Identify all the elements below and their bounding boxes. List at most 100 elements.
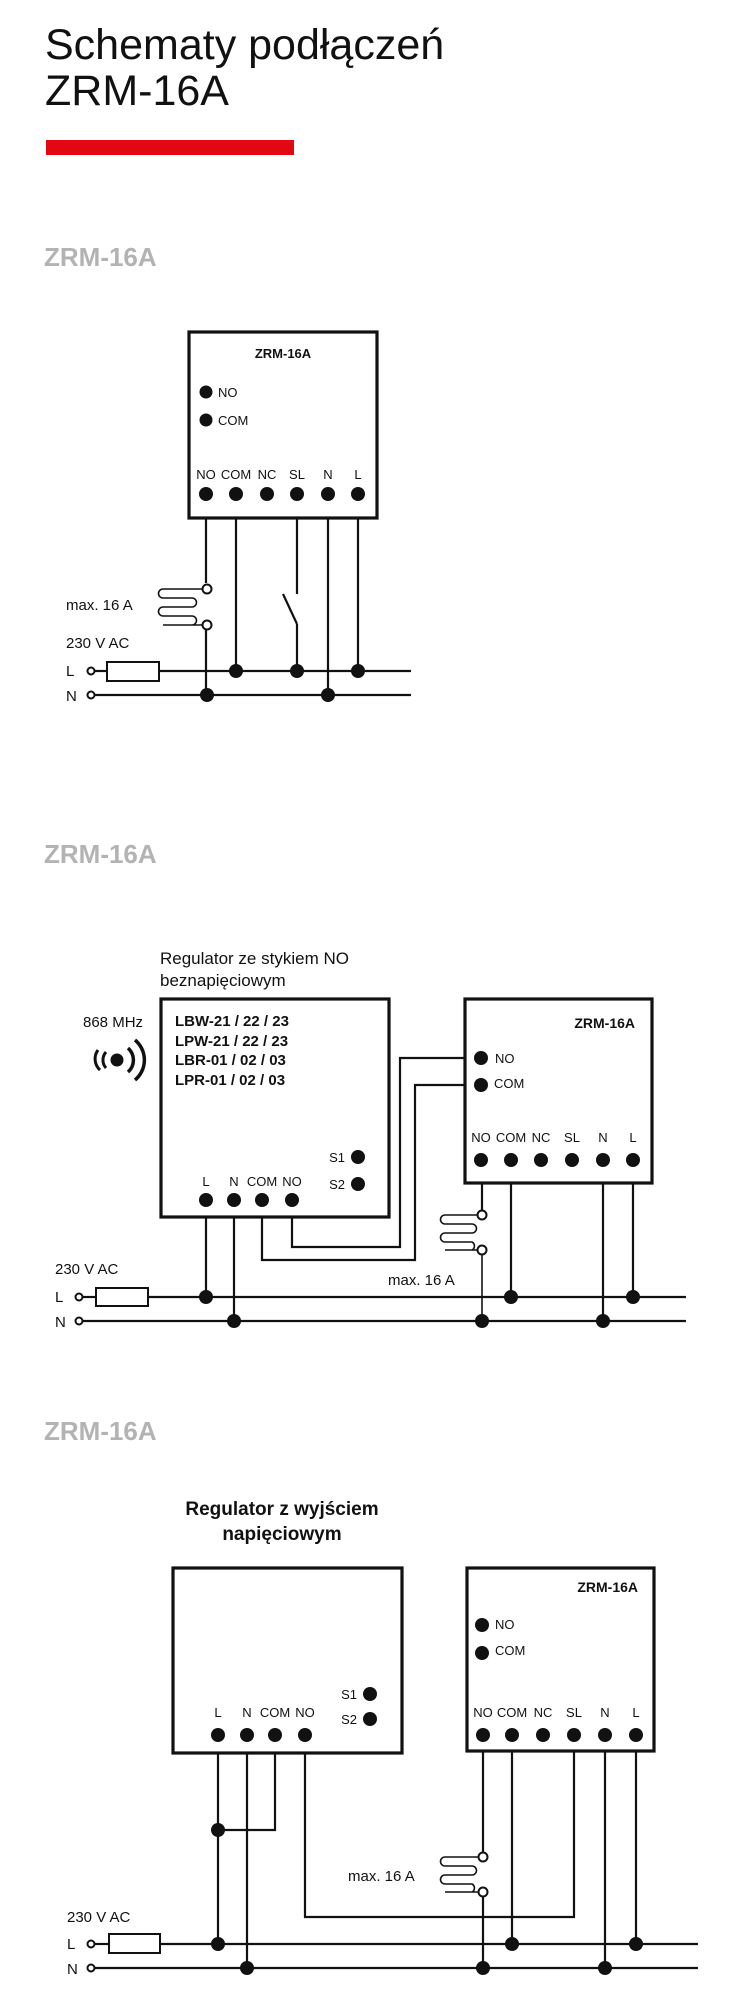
regulator-title-line2: beznapięciowym — [160, 971, 286, 990]
junction-dot — [199, 1290, 213, 1304]
terminal-label: NC — [534, 1705, 553, 1720]
terminal-label: NC — [258, 467, 277, 482]
load-terminal — [476, 1209, 488, 1221]
junction-dot — [290, 664, 304, 678]
terminal-dot — [255, 1193, 269, 1207]
junction-dot — [475, 1314, 489, 1328]
junction-dot — [351, 664, 365, 678]
device-title: ZRM-16A — [577, 1579, 638, 1595]
line-label-N: N — [66, 688, 77, 705]
terminal-label: NO — [471, 1130, 491, 1145]
terminal-dot-s2 — [363, 1712, 377, 1726]
regulator-title-line2: napięciowym — [222, 1524, 341, 1545]
frequency-label: 868 MHz — [83, 1014, 143, 1031]
terminal-label: N — [323, 467, 332, 482]
supply-label: 230 V AC — [55, 1261, 119, 1278]
led-label: COM — [495, 1643, 525, 1658]
wireless-signal-icon — [93, 1038, 147, 1082]
terminal-dot-s1 — [351, 1150, 365, 1164]
screw-terminal-icon — [86, 1963, 96, 1973]
terminal-label: COM — [496, 1130, 526, 1145]
screw-terminal-icon — [74, 1292, 84, 1302]
fuse-icon — [108, 1933, 161, 1954]
junction-dot — [596, 1314, 610, 1328]
line-label-L: L — [67, 1936, 75, 1953]
section-heading-1: ZRM-16A — [44, 242, 157, 272]
terminal-dot — [505, 1728, 519, 1742]
terminal-dot — [240, 1728, 254, 1742]
line-label-L: L — [55, 1289, 63, 1306]
device-title: ZRM-16A — [574, 1015, 635, 1031]
terminal-dot — [536, 1728, 550, 1742]
terminal-dot — [227, 1193, 241, 1207]
terminal-label: NO — [196, 467, 216, 482]
heater-load-icon — [157, 588, 202, 626]
line-label-N: N — [55, 1314, 66, 1331]
led-label: NO — [495, 1051, 515, 1066]
junction-dot — [240, 1961, 254, 1975]
terminal-label: COM — [221, 467, 251, 482]
terminal-label: L — [629, 1130, 636, 1145]
terminal-dot — [504, 1153, 518, 1167]
junction-dot — [476, 1961, 490, 1975]
load-terminal — [477, 1851, 489, 1863]
terminal-dot — [598, 1728, 612, 1742]
load-terminal — [477, 1886, 489, 1898]
load-terminal — [201, 619, 213, 631]
zrm-device-box — [187, 330, 379, 520]
junction-dot — [629, 1937, 643, 1951]
terminal-label: SL — [564, 1130, 580, 1145]
terminal-dot — [474, 1153, 488, 1167]
terminal-dot-s2 — [351, 1177, 365, 1191]
fuse-icon — [106, 661, 160, 682]
regulator-title-line1: Regulator z wyjściem — [185, 1499, 378, 1520]
terminal-dot — [199, 1193, 213, 1207]
led-com — [475, 1646, 489, 1660]
heater-load-icon — [439, 1214, 478, 1251]
junction-dot — [227, 1314, 241, 1328]
load-terminal — [201, 583, 213, 595]
terminal-label: N — [242, 1705, 251, 1720]
zrm-device-box — [463, 997, 654, 1185]
terminal-dot — [285, 1193, 299, 1207]
terminal-dot — [199, 487, 213, 501]
junction-dot — [211, 1823, 225, 1837]
terminal-row: NO COM NC SL N L — [196, 467, 365, 501]
terminal-label: NO — [473, 1705, 493, 1720]
terminal-label: COM — [497, 1705, 527, 1720]
model-line: LBW-21 / 22 / 23 — [175, 1013, 289, 1030]
junction-dot — [200, 688, 214, 702]
terminal-dot — [211, 1728, 225, 1742]
load-label: max. 16 A — [348, 1868, 415, 1885]
page-title-line2: ZRM-16A — [45, 67, 229, 115]
side-terminal-label: S1 — [329, 1150, 345, 1165]
side-terminal-label: S1 — [341, 1687, 357, 1702]
page-title: Schematy podłączeń ZRM-16A — [45, 22, 444, 114]
terminal-dot — [321, 487, 335, 501]
terminal-label: NO — [295, 1705, 315, 1720]
terminal-dot — [596, 1153, 610, 1167]
junction-dot — [229, 664, 243, 678]
line-label-L: L — [66, 663, 74, 680]
terminal-label: L — [202, 1174, 209, 1189]
terminal-label: L — [632, 1705, 639, 1720]
led-label: COM — [218, 413, 248, 428]
terminal-label: L — [354, 467, 361, 482]
terminal-label: N — [229, 1174, 238, 1189]
led-label: NO — [218, 385, 238, 400]
screw-terminal-icon — [86, 666, 96, 676]
terminal-dot — [534, 1153, 548, 1167]
supply-label: 230 V AC — [67, 1909, 131, 1926]
terminal-dot — [229, 487, 243, 501]
regulator-title-line1: Regulator ze stykiem NO — [160, 949, 349, 968]
zrm-device-box — [465, 1566, 656, 1753]
led-com — [474, 1078, 488, 1092]
accent-bar — [46, 140, 294, 155]
led-label: NO — [495, 1617, 515, 1632]
terminal-label: SL — [289, 467, 305, 482]
wires — [95, 494, 411, 697]
terminal-dot — [290, 487, 304, 501]
side-terminal-label: S2 — [341, 1712, 357, 1727]
led-no — [475, 1618, 489, 1632]
